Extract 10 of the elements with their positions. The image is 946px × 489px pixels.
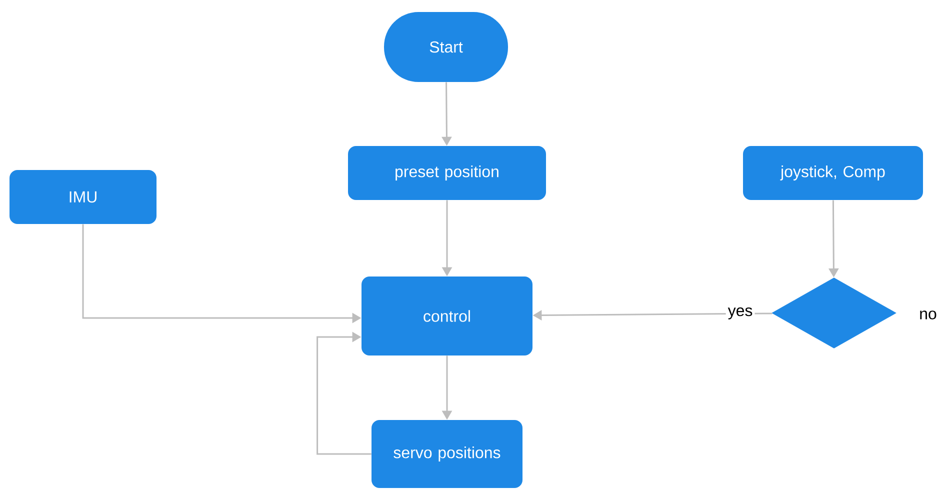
process-box: joystick, Comp (743, 146, 923, 200)
process-box: IMU (10, 170, 156, 224)
decision-diamond (772, 278, 896, 348)
process-box: preset position (348, 146, 546, 200)
start-terminal: Start (384, 12, 508, 82)
process-box: control (362, 276, 532, 356)
arrow (316, 332, 372, 455)
branch-label: no (920, 310, 936, 320)
process-box: servo positions (372, 420, 522, 488)
edge-label: yes (726, 305, 755, 322)
